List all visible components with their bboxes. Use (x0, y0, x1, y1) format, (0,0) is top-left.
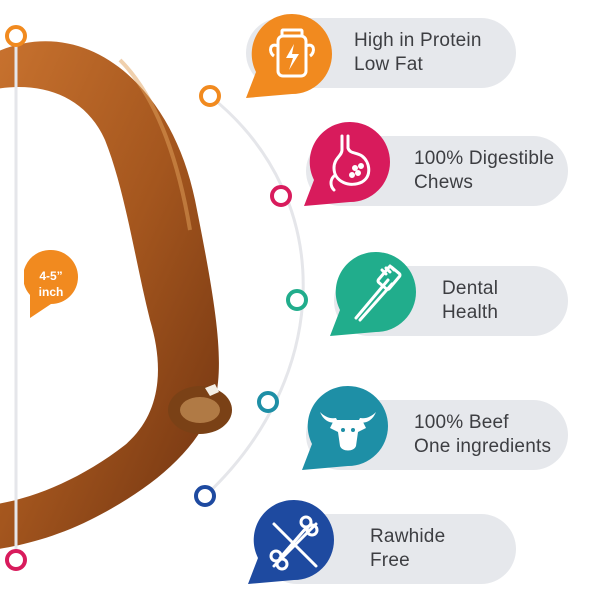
stomach-icon (329, 134, 371, 192)
size-bottom-dot (5, 549, 27, 571)
chew-fleck (205, 384, 219, 396)
protein-jar-icon (269, 28, 315, 78)
bull-head-icon (320, 412, 376, 451)
feature-badge-beef (302, 385, 388, 470)
feature-badge-dental (330, 251, 416, 336)
size-badge-shape (24, 250, 78, 318)
chew-body (0, 41, 219, 549)
feature-beef-line1: 100% Beef (414, 412, 509, 433)
chew-cut-core (180, 397, 220, 423)
feature-rawhide-line1: Rawhide (370, 526, 446, 547)
feature-badge-rawhide (248, 499, 334, 584)
arc-dot-digestible (270, 185, 292, 207)
size-measure-line (5, 25, 27, 571)
feature-digestible-line2: Chews (414, 172, 474, 193)
chew-highlight (118, 58, 192, 231)
bully-stick-ring (0, 41, 232, 549)
arc-dot-rawhide (194, 485, 216, 507)
feature-badge-digestible (304, 121, 390, 206)
feature-arc (194, 85, 308, 507)
feature-digestible-line1: 100% Digestible (414, 148, 555, 169)
no-bone-icon (269, 515, 319, 571)
arc-dot-dental (286, 289, 308, 311)
size-unit: inch (38, 285, 64, 299)
feature-rawhide-line2: Free (370, 550, 410, 571)
feature-beef-line2: One ingredients (414, 436, 552, 457)
feature-dental-line1: Dental (442, 278, 499, 299)
size-top-dot (5, 25, 27, 47)
arc-dot-beef (257, 391, 279, 413)
size-badge: 4-5” inch (24, 250, 78, 320)
toothbrush-icon (354, 264, 402, 322)
feature-protein-line1: High in Protein (354, 30, 482, 51)
feature-protein-line2: Low Fat (354, 54, 423, 75)
size-value: 4-5” (39, 269, 63, 283)
feature-dental-line2: Health (442, 302, 499, 323)
feature-badge-protein (246, 13, 332, 98)
arc-dot-protein (199, 85, 221, 107)
